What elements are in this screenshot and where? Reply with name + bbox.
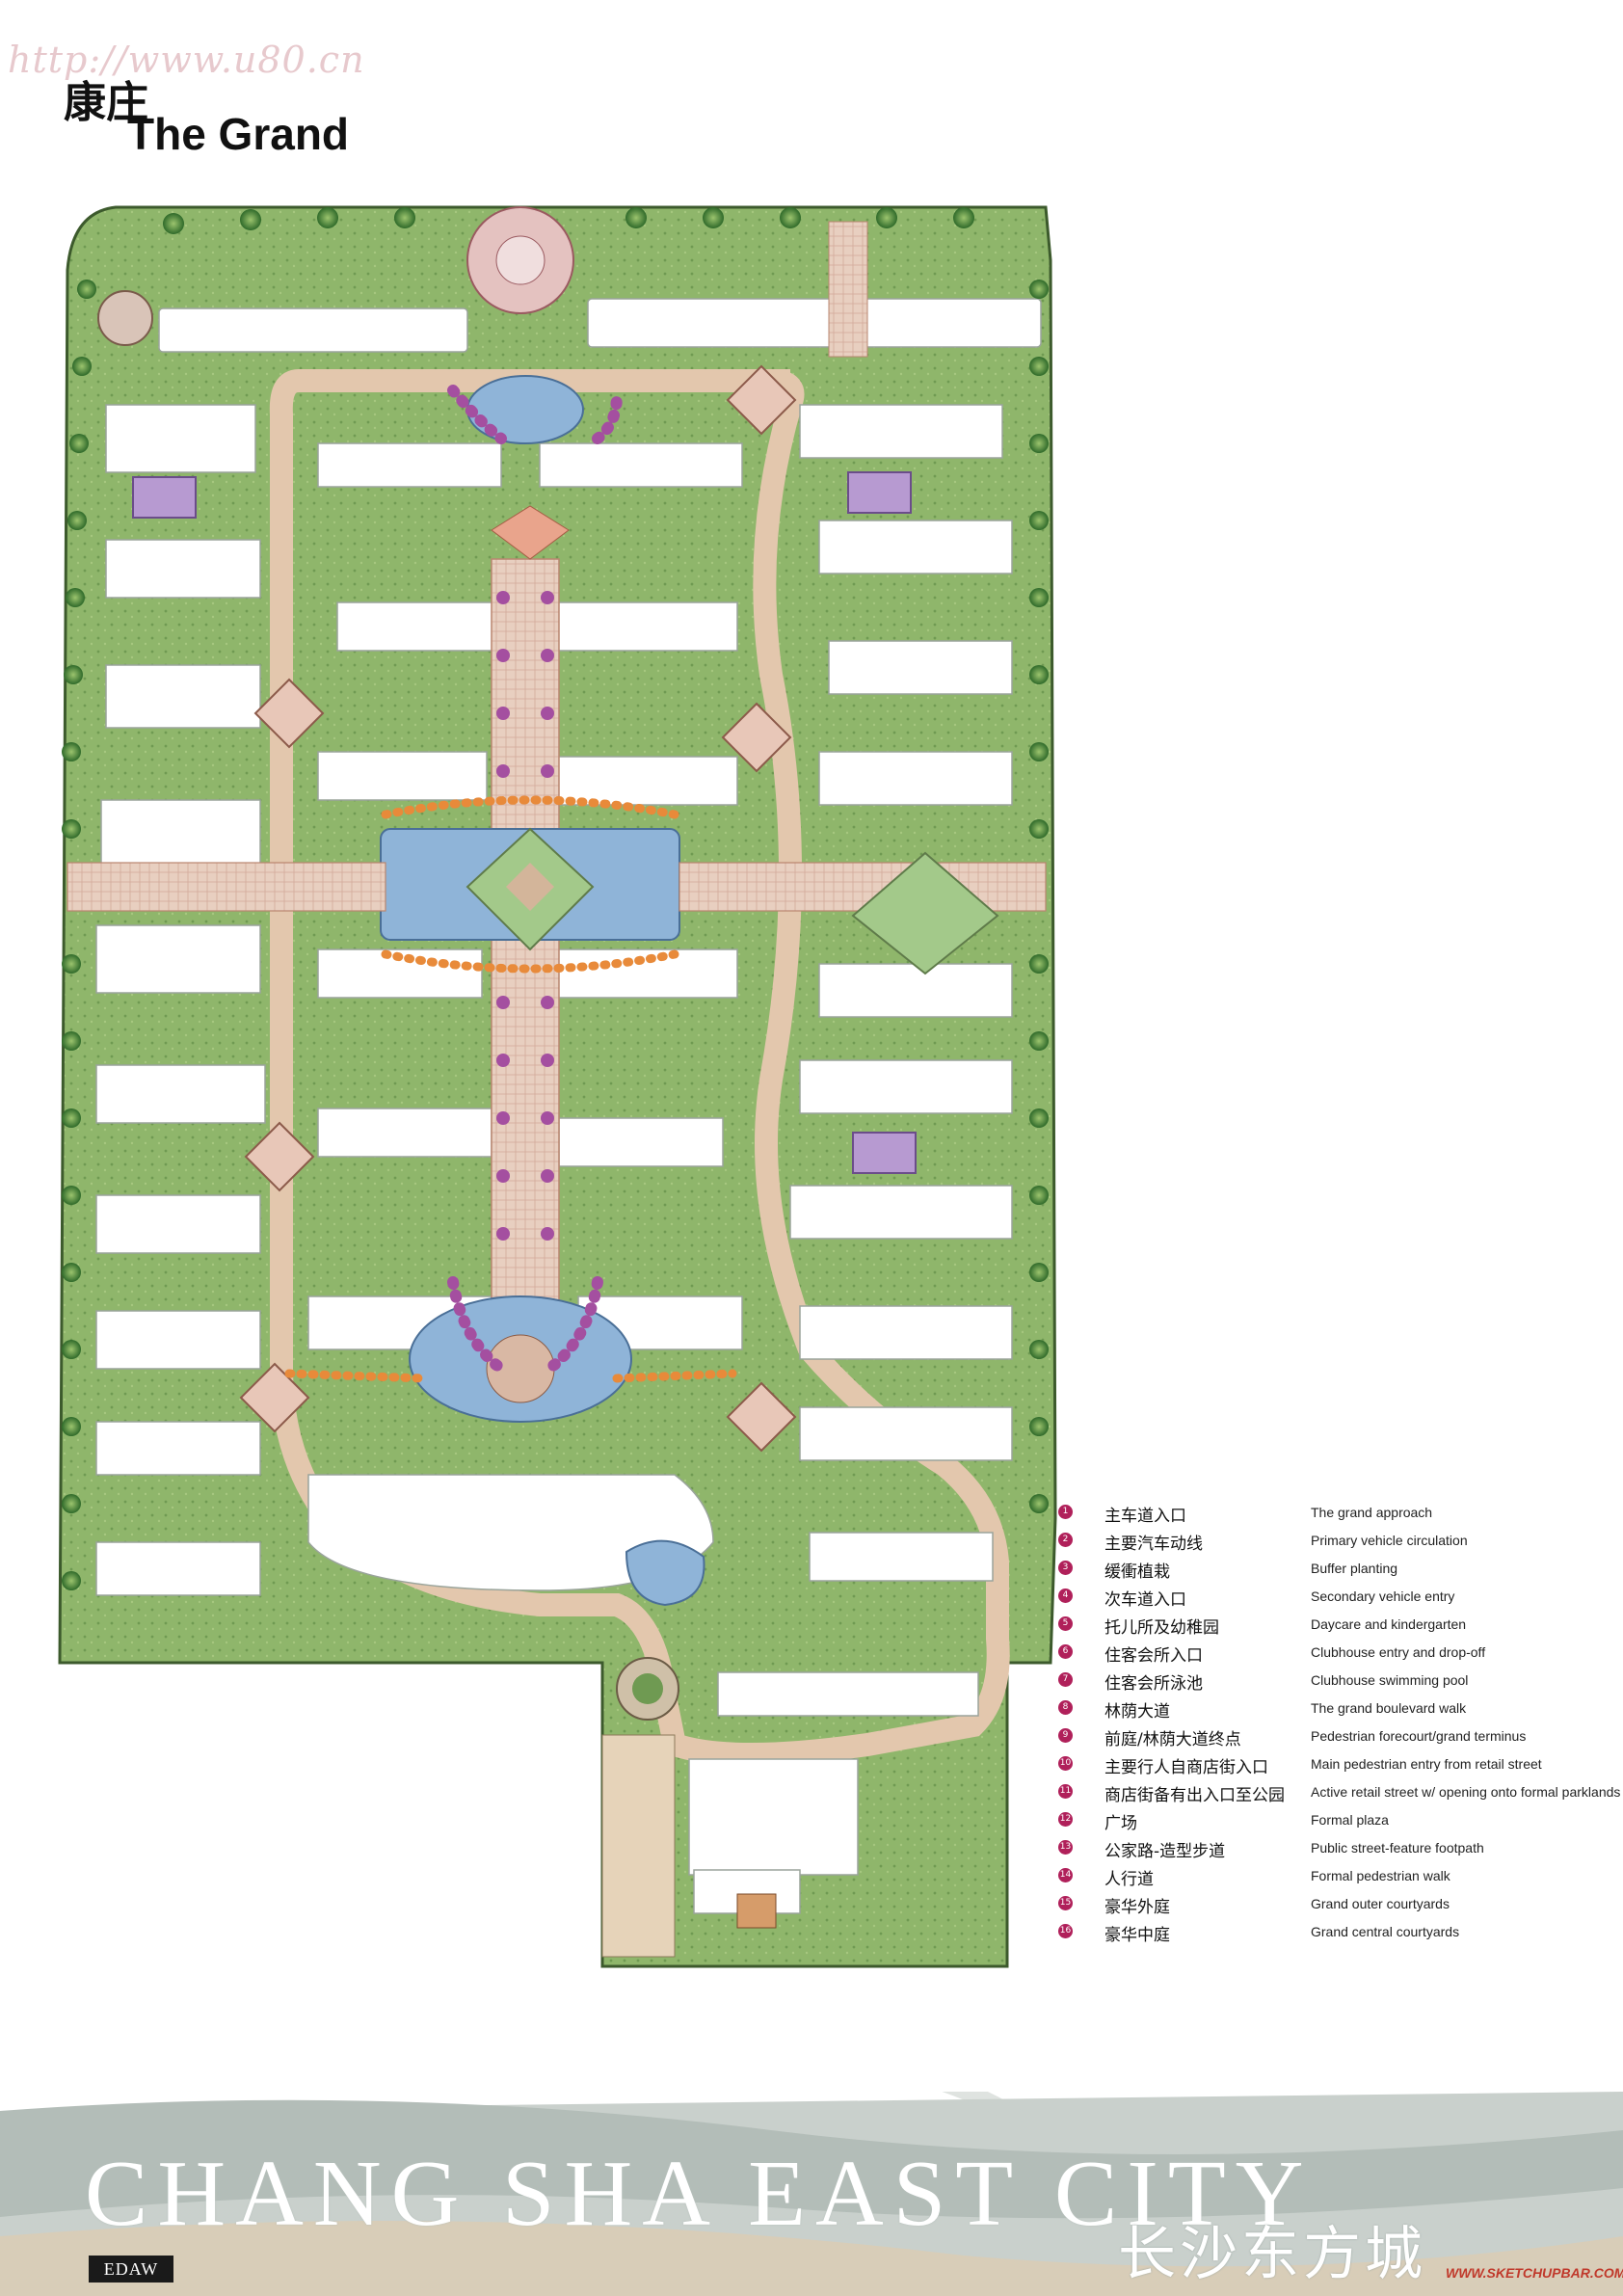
legend-marker: 14 bbox=[1058, 1868, 1073, 1882]
legend-label-en: Grand central courtyards bbox=[1311, 1924, 1460, 1939]
legend-item: 10 主要行人自商店街入口 Main pedestrian entry from r… bbox=[1058, 1753, 1617, 1781]
legend-item: 7 住客会所泳池 Clubhouse swimming pool bbox=[1058, 1669, 1617, 1697]
edaw-badge: EDAW bbox=[89, 2256, 173, 2283]
legend-label-en: The grand boulevard walk bbox=[1311, 1700, 1467, 1716]
legend-label-cn: 住客会所泳池 bbox=[1104, 1674, 1203, 1694]
footer-band bbox=[0, 2092, 1623, 2296]
legend-label-cn: 商店街备有出入口至公园 bbox=[1104, 1786, 1285, 1805]
site-credit: WWW.SKETCHUPBAR.COM bbox=[1446, 2265, 1623, 2281]
legend-item: 8 林荫大道 The grand boulevard walk bbox=[1058, 1697, 1617, 1725]
title-chinese: 康庄 bbox=[64, 78, 148, 127]
title-english: The Grand bbox=[127, 109, 350, 159]
legend-label-cn: 豪华外庭 bbox=[1104, 1898, 1170, 1917]
legend: 1 主车道入口 The grand approach 2 主要汽车动线 Primary … bbox=[1058, 1502, 1621, 1949]
legend-label-cn: 主要行人自商店街入口 bbox=[1104, 1758, 1268, 1777]
flower-bands bbox=[284, 385, 737, 1383]
diamond-plazas bbox=[239, 364, 999, 1453]
legend-label-en: Buffer planting bbox=[1311, 1561, 1398, 1576]
legend-label-en: Daycare and kindergarten bbox=[1311, 1616, 1467, 1632]
tennis-courts bbox=[132, 471, 917, 1174]
clubhouse-pool bbox=[625, 1539, 705, 1607]
legend-item: 2 主要汽车动线 Primary vehicle circulation bbox=[1058, 1530, 1617, 1558]
legend-item: 11 商店街备有出入口至公园 Active retail street w/ ope… bbox=[1058, 1781, 1621, 1809]
legend-label-cn: 豪华中庭 bbox=[1104, 1926, 1170, 1945]
legend-item: 14 人行道 Formal pedestrian walk bbox=[1058, 1865, 1617, 1893]
legend-item: 12 广场 Formal plaza bbox=[1058, 1809, 1617, 1837]
legend-item: 16 豪华中庭 Grand central courtyards bbox=[1058, 1921, 1617, 1949]
legend-label-en: The grand approach bbox=[1311, 1505, 1433, 1520]
legend-label-en: Grand outer courtyards bbox=[1311, 1896, 1450, 1911]
legend-item: 15 豪华外庭 Grand outer courtyards bbox=[1058, 1893, 1617, 1921]
legend-marker: 3 bbox=[1058, 1561, 1073, 1575]
legend-marker: 11 bbox=[1058, 1784, 1073, 1799]
legend-label-en: Formal pedestrian walk bbox=[1311, 1868, 1450, 1883]
retail-street bbox=[601, 1734, 676, 1958]
legend-label-en: Secondary vehicle entry bbox=[1311, 1589, 1455, 1604]
legend-marker: 8 bbox=[1058, 1700, 1073, 1715]
watermark-text: http://www.u80.cn bbox=[8, 39, 365, 81]
legend-marker: 2 bbox=[1058, 1533, 1073, 1547]
perimeter-trees bbox=[62, 207, 1049, 1590]
legend-label-en: Pedestrian forecourt/grand terminus bbox=[1311, 1728, 1527, 1744]
site-plan-map bbox=[58, 205, 1057, 1968]
legend-label-en: Active retail street w/ opening onto for… bbox=[1311, 1784, 1621, 1800]
legend-label-en: Primary vehicle circulation bbox=[1311, 1533, 1468, 1548]
legend-marker: 15 bbox=[1058, 1896, 1073, 1910]
legend-label-cn: 广场 bbox=[1104, 1814, 1137, 1833]
boulevard-trees bbox=[496, 591, 554, 1241]
legend-item: 3 缓衝植栽 Buffer planting bbox=[1058, 1558, 1617, 1586]
legend-item: 5 托儿所及幼稚园 Daycare and kindergarten bbox=[1058, 1614, 1617, 1642]
legend-marker: 10 bbox=[1058, 1756, 1073, 1771]
legend-marker: 16 bbox=[1058, 1924, 1073, 1938]
legend-label-en: Clubhouse swimming pool bbox=[1311, 1672, 1469, 1688]
legend-marker: 9 bbox=[1058, 1728, 1073, 1743]
footer-title-chinese: 长沙东方城 bbox=[1118, 2221, 1426, 2288]
legend-item: 6 住客会所入口 Clubhouse entry and drop-off bbox=[1058, 1642, 1617, 1669]
legend-label-cn: 次车道入口 bbox=[1104, 1590, 1186, 1610]
legend-marker: 5 bbox=[1058, 1616, 1073, 1631]
north-fountain bbox=[466, 375, 584, 444]
legend-label-cn: 人行道 bbox=[1104, 1870, 1154, 1889]
legend-marker: 12 bbox=[1058, 1812, 1073, 1827]
legend-label-cn: 主要汽车动线 bbox=[1104, 1535, 1203, 1554]
legend-label-cn: 缓衝植栽 bbox=[1104, 1562, 1170, 1582]
legend-label-en: Clubhouse entry and drop-off bbox=[1311, 1644, 1486, 1660]
corner-gazebo bbox=[97, 290, 153, 346]
legend-marker: 6 bbox=[1058, 1644, 1073, 1659]
legend-label-cn: 主车道入口 bbox=[1104, 1507, 1186, 1526]
legend-item: 4 次车道入口 Secondary vehicle entry bbox=[1058, 1586, 1617, 1614]
legend-label-cn: 前庭/林荫大道终点 bbox=[1104, 1730, 1241, 1749]
legend-marker: 7 bbox=[1058, 1672, 1073, 1687]
legend-label-cn: 林荫大道 bbox=[1104, 1702, 1170, 1722]
legend-label-cn: 住客会所入口 bbox=[1104, 1646, 1203, 1666]
legend-label-cn: 托儿所及幼稚园 bbox=[1104, 1618, 1219, 1638]
legend-label-en: Main pedestrian entry from retail street bbox=[1311, 1756, 1542, 1772]
legend-item: 1 主车道入口 The grand approach bbox=[1058, 1502, 1617, 1530]
legend-marker: 13 bbox=[1058, 1840, 1073, 1855]
legend-label-cn: 公家路-造型步道 bbox=[1104, 1842, 1226, 1861]
legend-marker: 4 bbox=[1058, 1589, 1073, 1603]
legend-label-en: Formal plaza bbox=[1311, 1812, 1389, 1828]
footer-title-english: CHANG SHA EAST CITY bbox=[85, 2142, 1314, 2246]
legend-label-en: Public street-feature footpath bbox=[1311, 1840, 1484, 1855]
north-gate-walk bbox=[828, 221, 868, 358]
residential-buildings bbox=[95, 298, 1042, 1914]
legend-item: 9 前庭/林荫大道终点 Pedestrian forecourt/grand ter… bbox=[1058, 1725, 1617, 1753]
legend-item: 13 公家路-造型步道 Public street-feature footpath bbox=[1058, 1837, 1617, 1865]
legend-marker: 1 bbox=[1058, 1505, 1073, 1519]
